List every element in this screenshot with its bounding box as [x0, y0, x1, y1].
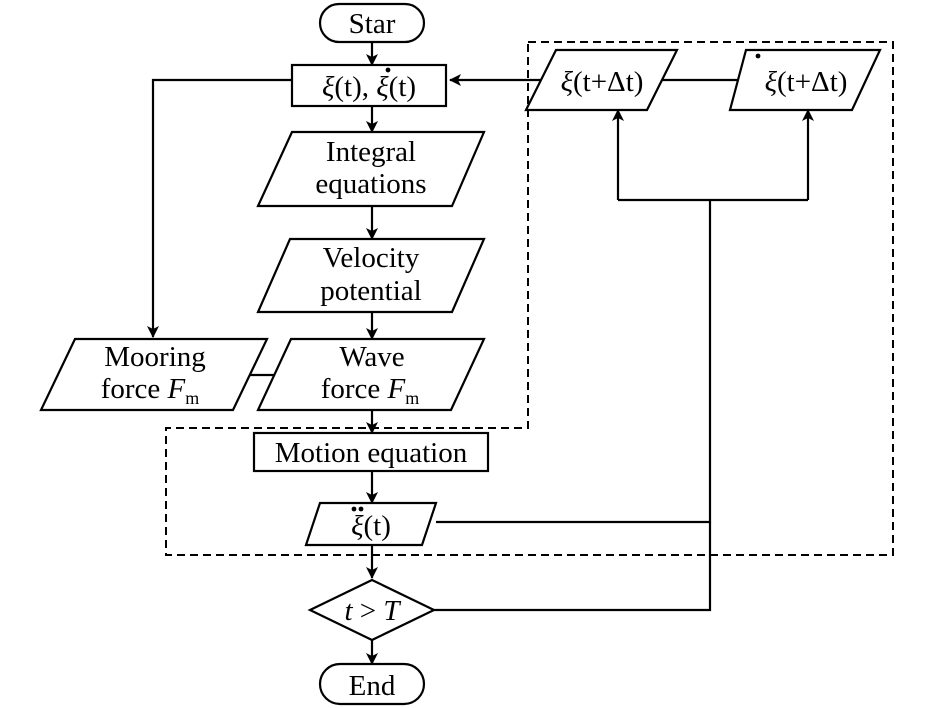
mooring-force-subscript: m [185, 388, 199, 408]
acceleration-arg: (t) [364, 510, 391, 542]
edges [147, 42, 814, 665]
motion-equation-shape [252, 431, 490, 473]
decision-shape [307, 578, 437, 642]
velocity-next-dot [755, 53, 761, 59]
acceleration-node: ξ(t) [304, 501, 438, 547]
edge-state-to-mooring [147, 78, 292, 338]
decision-op: > [353, 595, 384, 627]
state-init-arg: (t), [334, 71, 376, 103]
acceleration-dot-2 [358, 506, 364, 512]
motion-equation-node: Motion equation [252, 431, 490, 473]
state-init-node: ξ(t), ξ(t) [290, 63, 448, 108]
displacement-next-xi: ξ [561, 66, 574, 98]
velocity-next-xi: ξ [765, 66, 778, 98]
dashed-loop-boundary [165, 41, 894, 556]
decision-t: t [344, 595, 353, 627]
decision-T: T [383, 595, 401, 627]
mooring-force-shape [39, 337, 269, 412]
end-node: End [318, 662, 426, 706]
velocity-potential-shape [256, 237, 486, 314]
acceleration-label: ξ(t) [351, 510, 391, 542]
velocity-next-shape [728, 48, 882, 112]
mooring-force-line1: Mooring [104, 341, 206, 373]
wave-force-word: force [321, 373, 388, 405]
state-init-xi: ξ [322, 71, 335, 103]
velocity-next-label: ξ(t+Δt) [765, 66, 848, 98]
displacement-next-label: ξ(t+Δt) [561, 66, 644, 98]
motion-equation-label: Motion equation [275, 437, 468, 469]
velocity-next-arg: (t+Δt) [777, 66, 847, 98]
integral-equations-line2: equations [315, 168, 426, 200]
start-shape [318, 2, 426, 44]
displacement-next-shape [524, 48, 679, 112]
integral-equations-node: Integral equations [256, 130, 486, 208]
wave-force-node: Wave force Fm [256, 337, 486, 412]
state-init-label: ξ(t), ξ(t) [322, 71, 416, 103]
integral-equations-shape [256, 130, 486, 208]
wave-force-line1: Wave [339, 341, 404, 373]
wave-force-symbol: F [387, 373, 406, 405]
wave-force-line2: force Fm [321, 373, 420, 408]
acceleration-xi: ξ [351, 510, 364, 542]
state-init-shape [290, 63, 448, 108]
end-label: End [349, 670, 396, 702]
acceleration-shape [304, 501, 438, 547]
state-init-dot [385, 67, 391, 73]
state-init-arg2: (t) [389, 71, 416, 103]
mooring-force-symbol: F [167, 373, 186, 405]
acceleration-dot-1 [351, 506, 357, 512]
decision-label: t > T [344, 595, 401, 627]
velocity-potential-node: Velocity potential [256, 237, 486, 314]
start-label: Star [349, 8, 396, 40]
displacement-next-arg: (t+Δt) [573, 66, 643, 98]
velocity-next-node: ξ(t+Δt) [728, 48, 882, 112]
mooring-force-node: Mooring force Fm [39, 337, 269, 412]
velocity-potential-line2: potential [320, 275, 421, 307]
wave-force-shape [256, 337, 486, 412]
edge-decision-feedback [434, 522, 712, 612]
mooring-force-word: force [101, 373, 168, 405]
state-init-xidot: ξ [376, 71, 389, 103]
integral-equations-line1: Integral [326, 136, 416, 168]
decision-node: t > T [307, 578, 437, 642]
mooring-force-line2: force Fm [101, 373, 200, 408]
velocity-potential-line1: Velocity [323, 242, 420, 274]
start-node: Star [318, 2, 426, 44]
end-shape [318, 662, 426, 706]
wave-force-subscript: m [405, 388, 419, 408]
displacement-next-node: ξ(t+Δt) [524, 48, 679, 112]
